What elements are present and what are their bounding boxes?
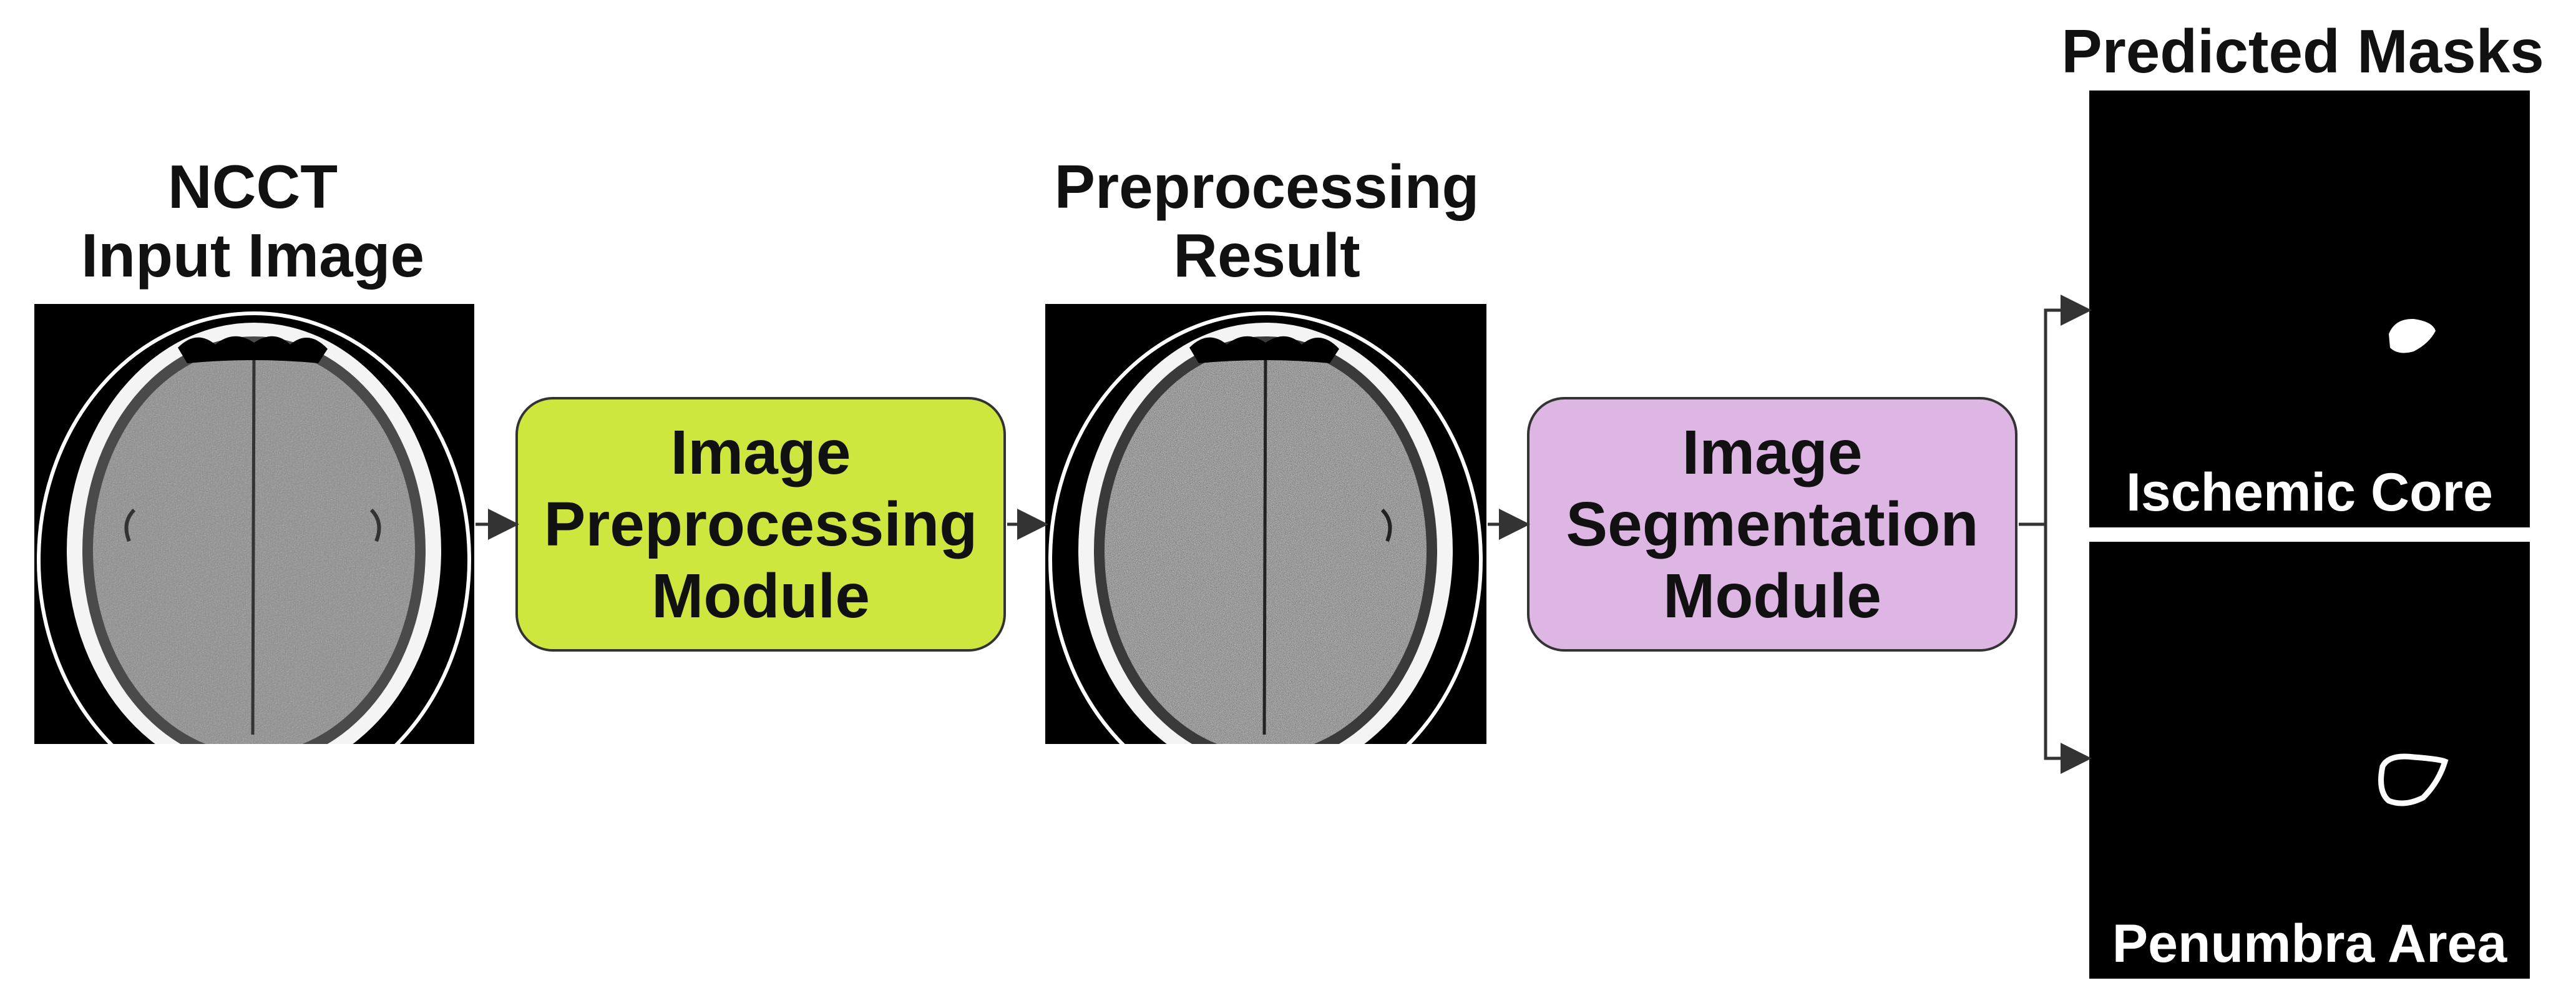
- predicted-masks-title: Predicted Masks: [2061, 17, 2544, 86]
- preprocessing-module-line2: Preprocessing: [544, 489, 978, 559]
- input-image-title: NCCT Input Image: [34, 152, 471, 290]
- preprocessing-result-title-line1: Preprocessing: [1054, 152, 1480, 221]
- preprocessing-result-image: [1045, 304, 1486, 744]
- penumbra-area-label: Penumbra Area: [2112, 914, 2507, 974]
- image-segmentation-module: Image Segmentation Module: [1527, 397, 2017, 652]
- segmentation-module-line1: Image: [1682, 417, 1863, 487]
- input-title-line1: NCCT: [167, 152, 338, 221]
- ncct-input-image: [34, 304, 474, 744]
- ischemic-core-label: Ischemic Core: [2126, 462, 2493, 522]
- penumbra-area-mask: Penumbra Area: [2089, 542, 2530, 979]
- preprocessing-result-title: Preprocessing Result: [1023, 152, 1510, 290]
- penumbra-lesion-icon: [2378, 753, 2449, 806]
- brain-ct-enhanced-icon: [1048, 311, 1483, 744]
- arrow-segmentation-to-penumbra: [2044, 524, 2092, 774]
- image-preprocessing-module: Image Preprocessing Module: [515, 397, 1006, 652]
- brain-ct-icon: [37, 311, 471, 744]
- ischemic-core-mask: Ischemic Core: [2089, 91, 2530, 527]
- segmentation-module-line3: Module: [1663, 560, 1881, 631]
- preprocessing-module-line1: Image: [670, 417, 851, 487]
- preprocessing-module-line3: Module: [651, 560, 870, 631]
- core-lesion-icon: [2389, 318, 2436, 353]
- input-title-line2: Input Image: [81, 220, 424, 290]
- preprocessing-result-title-line2: Result: [1173, 220, 1360, 290]
- arrow-segmentation-split: [2019, 295, 2092, 526]
- segmentation-module-line2: Segmentation: [1566, 489, 1979, 559]
